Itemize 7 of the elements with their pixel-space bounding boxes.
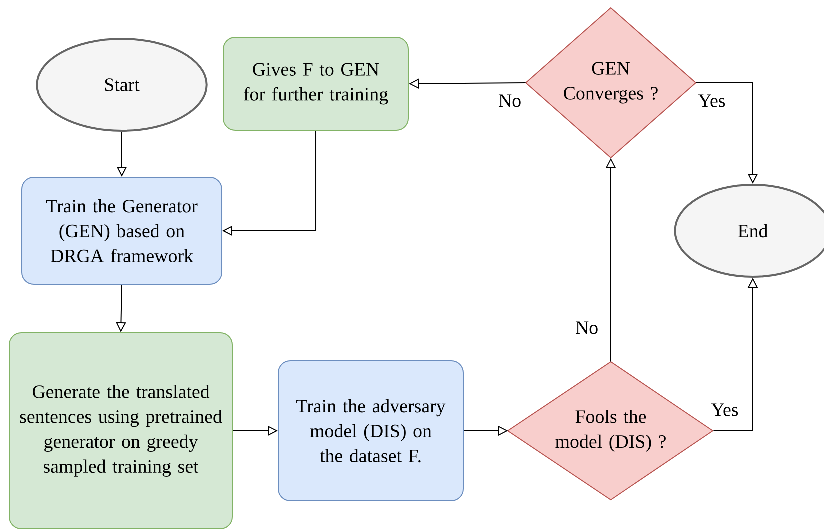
process-box: Generate the translated sentences using pretrained generator on greedy sampled training set (9, 332, 233, 529)
edge-label: Yes (697, 94, 727, 108)
process-box: Gives F to GEN for further training (223, 37, 409, 131)
edge-label: No (497, 94, 523, 108)
process-box: Train the adversary model (DIS) on the dataset F. (278, 360, 464, 502)
edge-label: No (574, 320, 600, 336)
process-box: Train the Generator (GEN) based on DRGA framework (22, 177, 222, 285)
